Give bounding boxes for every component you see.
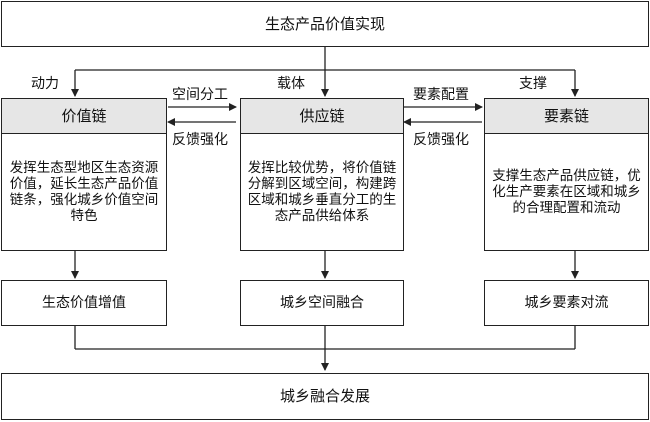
outcome-value: 生态价值增值 — [1, 280, 167, 326]
outcome-factor: 城乡要素对流 — [484, 280, 649, 326]
flow-label-center: 载体 — [277, 76, 305, 92]
outcome-space: 城乡空间融合 — [240, 280, 404, 326]
top-node-box: 生态产品价值实现 — [1, 1, 649, 47]
chain-header-value-label: 价值链 — [61, 106, 107, 125]
outcome-factor-label: 城乡要素对流 — [524, 294, 609, 311]
chain-body-supply: 发挥比较优势，将价值链分解到区域空间，构建跨区域和城乡垂直分工的生态产品供给体系 — [240, 133, 404, 251]
link-label-left-bottom: 反馈强化 — [172, 132, 228, 148]
bottom-node-box: 城乡融合发展 — [1, 373, 649, 420]
chain-header-supply: 供应链 — [240, 98, 404, 134]
chain-header-factor: 要素链 — [484, 98, 649, 134]
chain-body-supply-text: 发挥比较优势，将价值链分解到区域空间，构建跨区域和城乡垂直分工的生态产品供给体系 — [247, 160, 397, 224]
flow-label-left: 动力 — [31, 76, 59, 92]
top-node-label: 生态产品价值实现 — [264, 14, 385, 33]
chain-body-value-text: 发挥生态型地区生态资源价值，延长生态产品价值链条，强化城乡价值空间特色 — [9, 160, 159, 224]
chain-body-factor-text: 支撑生态产品供应链，优化生产要素在区域和城乡的合理配置和流动 — [492, 168, 641, 216]
chain-body-factor: 支撑生态产品供应链，优化生产要素在区域和城乡的合理配置和流动 — [484, 133, 649, 251]
outcome-value-label: 生态价值增值 — [42, 294, 126, 311]
outcome-space-label: 城乡空间融合 — [280, 294, 364, 311]
link-label-right-bottom: 反馈强化 — [413, 132, 469, 148]
chain-header-factor-label: 要素链 — [543, 106, 589, 125]
bottom-node-label: 城乡融合发展 — [279, 387, 370, 405]
chain-body-value: 发挥生态型地区生态资源价值，延长生态产品价值链条，强化城乡价值空间特色 — [1, 133, 167, 251]
chain-header-value: 价值链 — [1, 98, 167, 134]
chain-header-supply-label: 供应链 — [299, 106, 345, 125]
flow-label-right: 支撑 — [519, 76, 547, 92]
link-label-left-top: 空间分工 — [172, 87, 228, 103]
link-label-right-top: 要素配置 — [413, 87, 469, 103]
